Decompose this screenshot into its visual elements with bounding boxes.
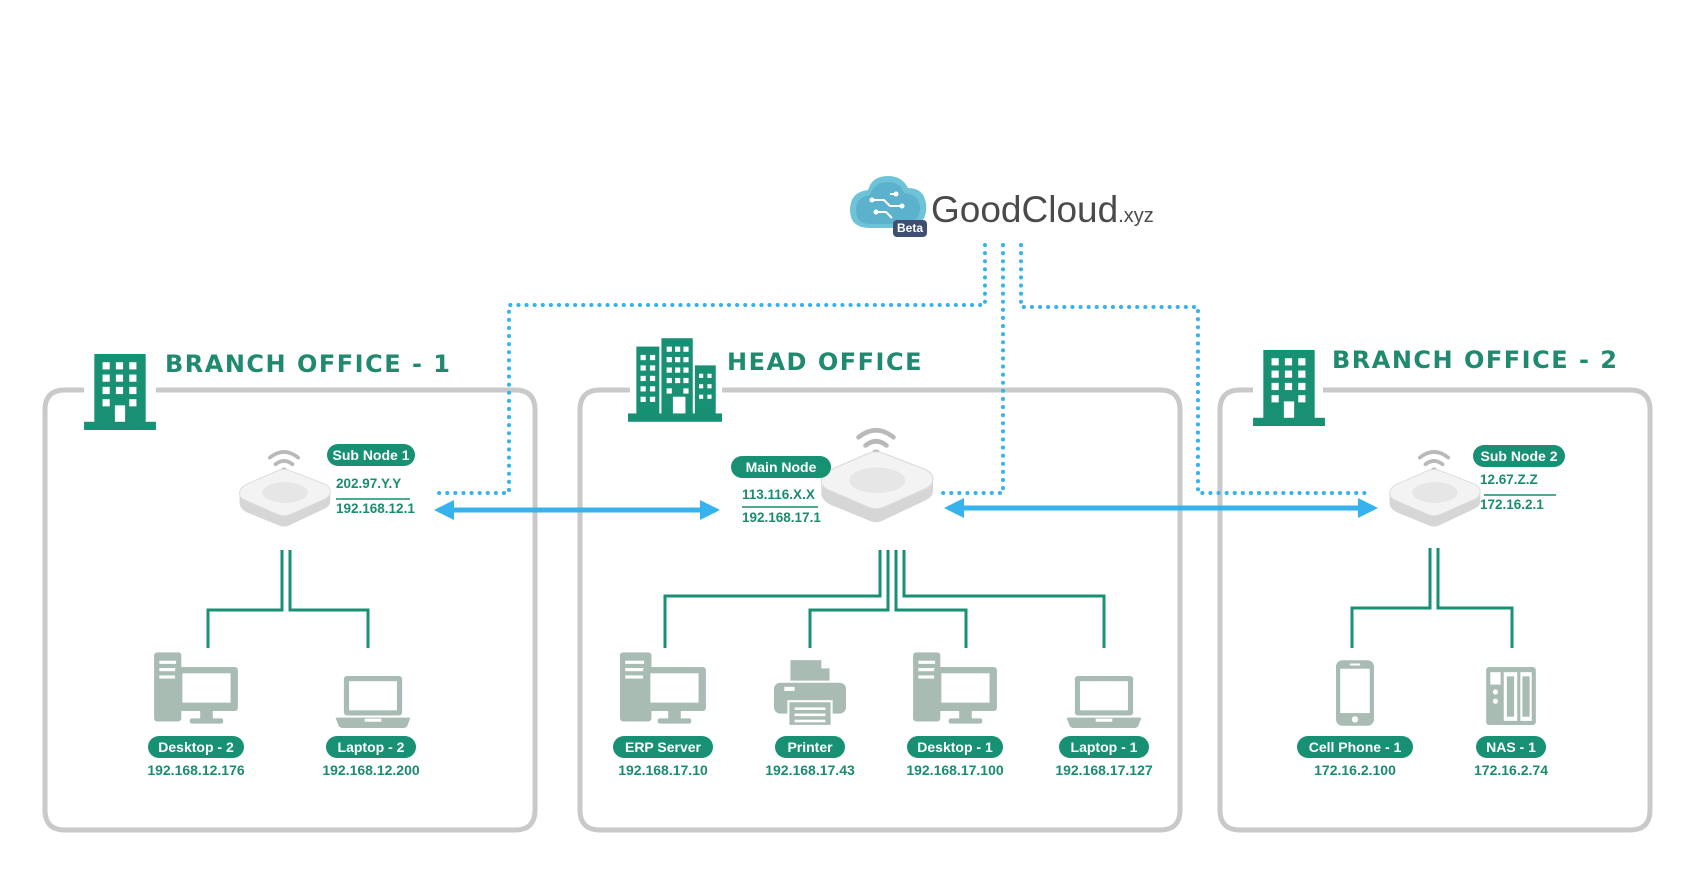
goodcloud-logo-icon xyxy=(850,176,927,237)
branch1-frame xyxy=(42,387,538,833)
goodcloud-logo-text: GoodCloud.xyz xyxy=(931,189,1154,231)
laptop-1-icon[interactable] xyxy=(1066,676,1142,728)
head-office-title: HEAD OFFICE xyxy=(727,348,923,376)
cloud-suffix: .xyz xyxy=(1118,205,1154,227)
head-building-icon xyxy=(628,338,722,422)
laptop-1-label: Laptop - 1 xyxy=(1059,736,1149,758)
main-node-public-ip: 113.116.X.X xyxy=(742,487,815,502)
desktop-2-ip: 192.168.12.176 xyxy=(147,762,245,778)
cell-phone-1-icon[interactable] xyxy=(1336,660,1374,726)
sub-node-2-label: Sub Node 2 xyxy=(1473,445,1565,467)
cloud-name: GoodCloud xyxy=(931,189,1119,230)
beta-badge: Beta xyxy=(896,221,923,235)
erp-server-label: ERP Server xyxy=(613,736,713,758)
nas-1-icon[interactable] xyxy=(1486,667,1536,725)
sub-node-2-public-ip: 12.67.Z.Z xyxy=(1480,472,1538,487)
branch2-frame xyxy=(1217,387,1653,833)
laptop-2-icon[interactable] xyxy=(335,676,411,728)
main-node-label: Main Node xyxy=(731,456,831,478)
branch2-lan-lines xyxy=(1350,548,1514,648)
head-lan-lines xyxy=(663,550,1106,648)
cloud-link-head xyxy=(938,243,1005,495)
sub-node-2-router-icon[interactable] xyxy=(1387,449,1483,529)
branch1-building-icon xyxy=(84,354,156,430)
main-node-router-icon[interactable] xyxy=(821,430,933,522)
laptop-1-ip: 192.168.17.127 xyxy=(1055,762,1153,778)
branch2-building-icon xyxy=(1253,350,1325,426)
erp-server-icon[interactable] xyxy=(620,652,706,724)
branch1-lan-lines xyxy=(206,550,370,648)
sub-node-2-lan-ip: 172.16.2.1 xyxy=(1480,497,1544,512)
sub-node-1-router-icon[interactable] xyxy=(237,449,333,529)
desktop-1-ip: 192.168.17.100 xyxy=(906,762,1004,778)
erp-server-ip: 192.168.17.10 xyxy=(618,762,708,778)
sub-node-1-label: Sub Node 1 xyxy=(327,444,415,466)
sub-node-1-public-ip: 202.97.Y.Y xyxy=(336,476,402,491)
printer-icon[interactable] xyxy=(774,660,846,726)
printer-ip: 192.168.17.43 xyxy=(765,762,855,778)
cell-phone-1-label: Cell Phone - 1 xyxy=(1297,736,1413,758)
desktop-1-icon[interactable] xyxy=(913,652,997,724)
desktop-2-icon[interactable] xyxy=(154,652,238,724)
nas-1-ip: 172.16.2.74 xyxy=(1474,762,1548,778)
desktop-2-label: Desktop - 2 xyxy=(148,736,244,758)
main-node-lan-ip: 192.168.17.1 xyxy=(742,510,821,525)
cloud-link-branch2 xyxy=(1019,243,1374,495)
nas-1-label: NAS - 1 xyxy=(1476,736,1546,758)
printer-label: Printer xyxy=(775,736,845,758)
head-frame xyxy=(577,387,1183,833)
branch-office-2-title: BRANCH OFFICE - 2 xyxy=(1332,346,1619,374)
cell-phone-1-ip: 172.16.2.100 xyxy=(1314,762,1396,778)
branch-office-1-title: BRANCH OFFICE - 1 xyxy=(165,350,452,378)
laptop-2-ip: 192.168.12.200 xyxy=(322,762,420,778)
sub-node-1-lan-ip: 192.168.12.1 xyxy=(336,501,415,516)
cloud-link-branch1 xyxy=(430,243,987,495)
desktop-1-label: Desktop - 1 xyxy=(907,736,1003,758)
laptop-2-label: Laptop - 2 xyxy=(326,736,416,758)
